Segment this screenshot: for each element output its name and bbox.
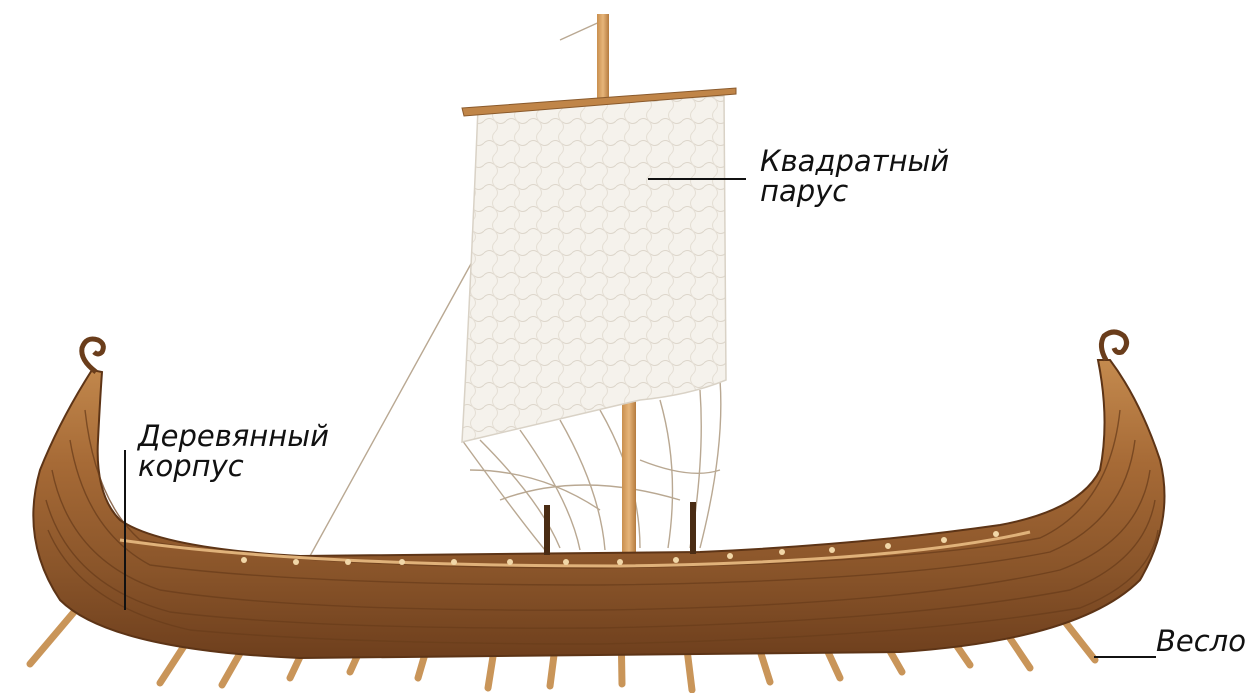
oar-label-line-1: Весло — [1156, 626, 1246, 656]
oar-leader-line — [1094, 656, 1156, 658]
hull-label: Деревянный корпус — [138, 421, 329, 481]
oar-label: Весло — [1156, 626, 1246, 656]
sail-leader-line — [648, 178, 746, 180]
square-sail — [462, 88, 736, 442]
hull-label-line-2: корпус — [138, 451, 329, 481]
sail-label: Квадратный парус — [760, 146, 949, 206]
hull-label-line-1: Деревянный — [138, 421, 329, 451]
sail-label-line-2: парус — [760, 176, 949, 206]
sail-label-line-1: Квадратный — [760, 146, 949, 176]
hull-leader-line — [124, 450, 126, 610]
